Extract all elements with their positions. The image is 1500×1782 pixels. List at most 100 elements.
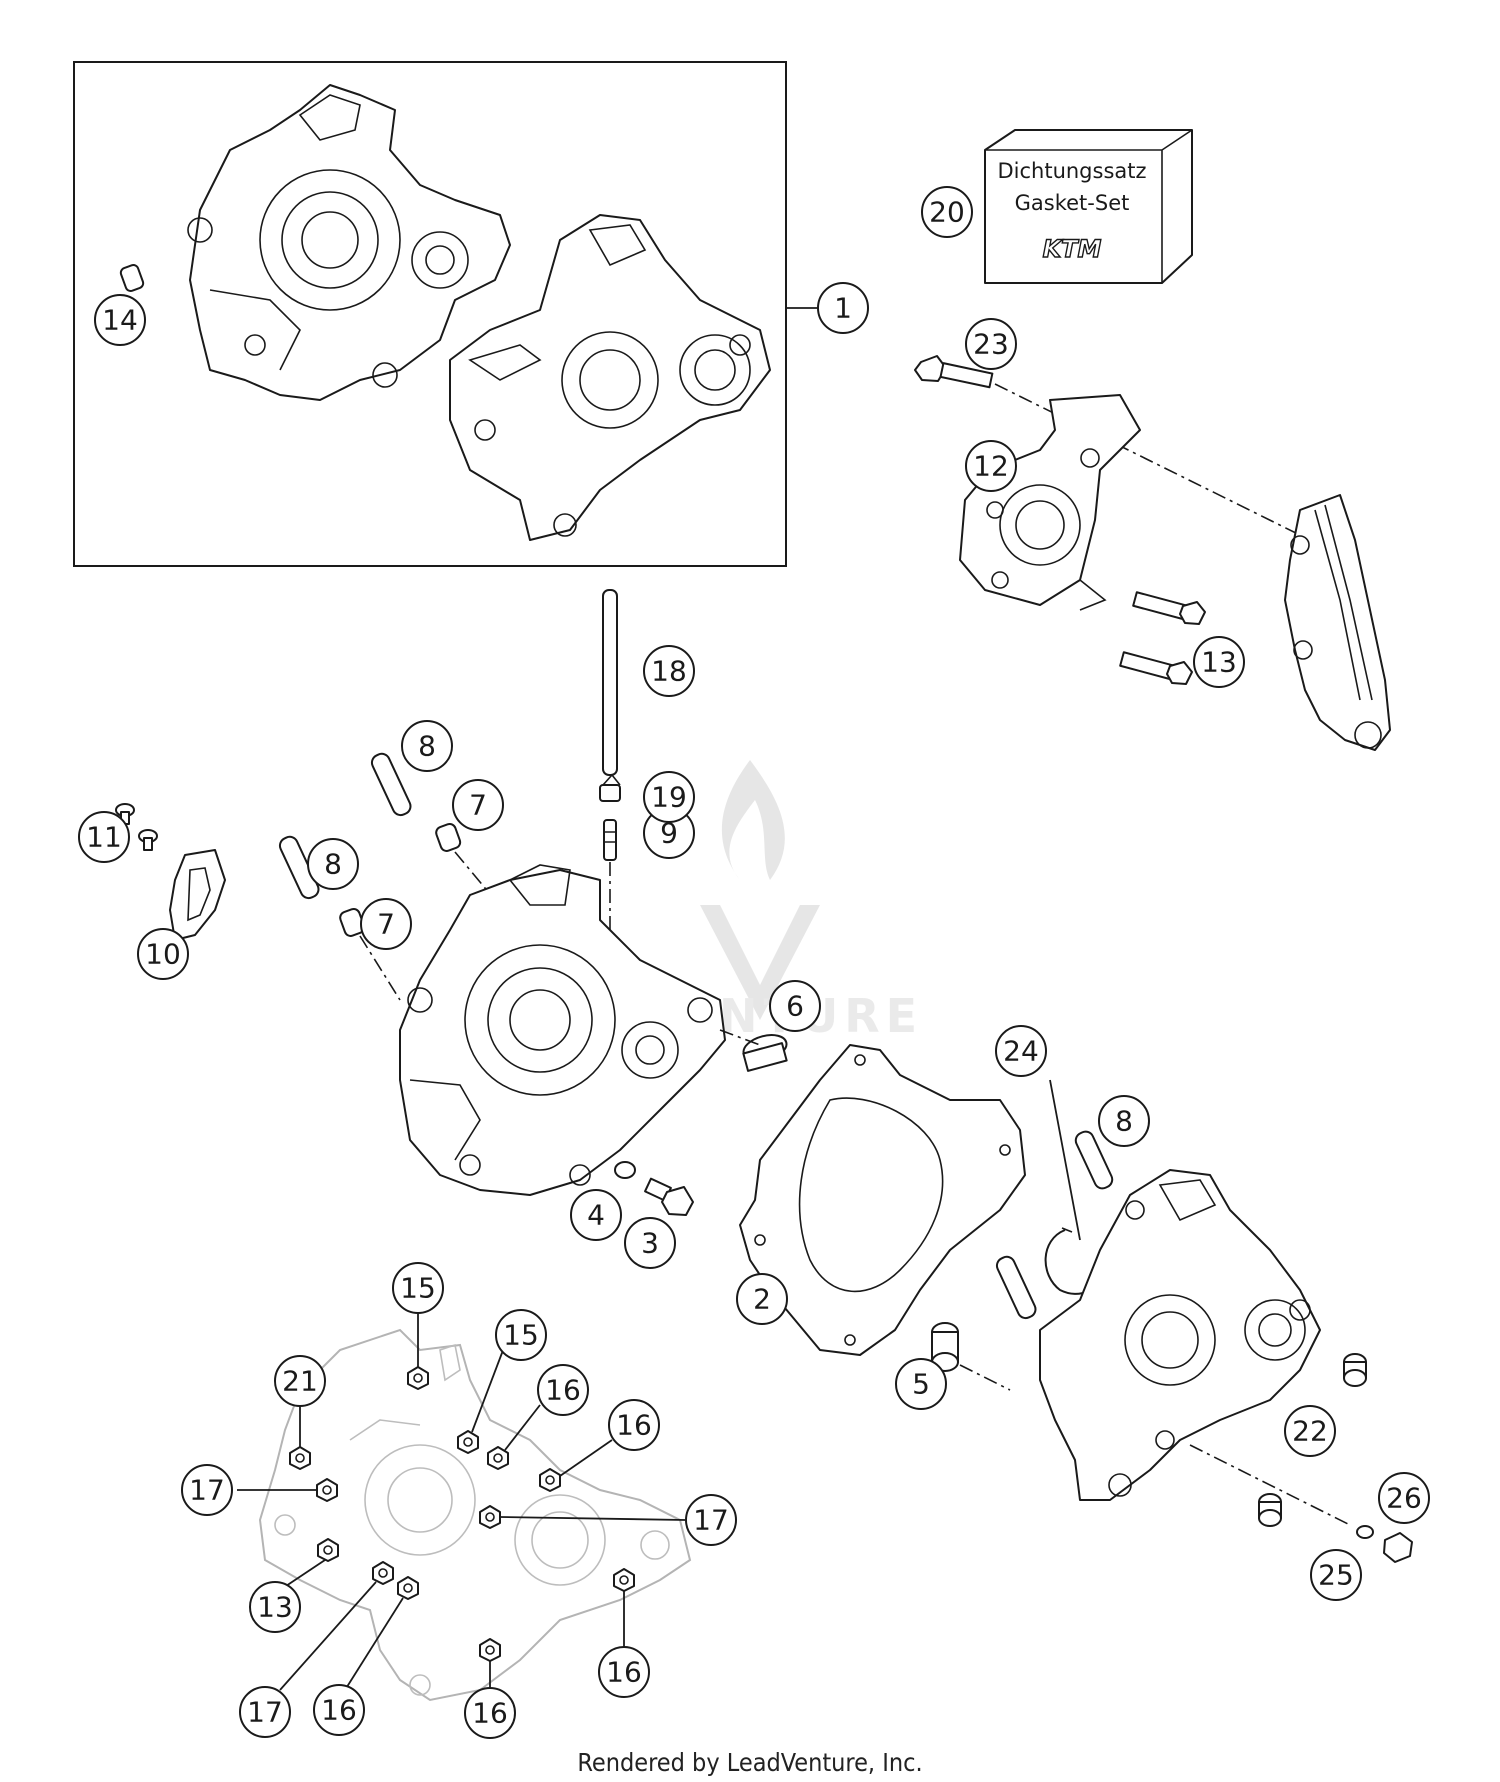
crankcase-set-frame (73, 61, 787, 567)
callout-15: 15 (495, 1309, 547, 1361)
svg-text:25: 25 (1318, 1559, 1354, 1592)
callout-4: 4 (570, 1189, 622, 1241)
callout-17: 17 (685, 1494, 737, 1546)
svg-text:13: 13 (257, 1591, 293, 1624)
svg-text:16: 16 (472, 1697, 508, 1730)
callout-14: 14 (94, 294, 146, 346)
callout-16: 16 (464, 1687, 516, 1739)
dowel-pin-8-right-b (995, 1255, 1037, 1320)
crankcase-left-half (399, 864, 726, 1196)
callout-24: 24 (995, 1025, 1047, 1077)
svg-text:5: 5 (912, 1368, 930, 1401)
gasket-set-label-en: Gasket-Set (1015, 191, 1130, 215)
dowel-pin-14 (119, 264, 145, 292)
svg-text:21: 21 (282, 1365, 318, 1398)
vent-tube-18 (602, 589, 618, 776)
callout-10: 10 (137, 928, 189, 980)
callout-8: 8 (307, 838, 359, 890)
svg-text:1: 1 (834, 292, 852, 325)
bushing-5 (931, 1322, 959, 1372)
crankcase-right-half-set (449, 214, 771, 541)
callout-25: 25 (1310, 1549, 1362, 1601)
svg-text:16: 16 (321, 1694, 357, 1727)
callout-23: 23 (965, 318, 1017, 370)
callout-6: 6 (769, 980, 821, 1032)
svg-text:16: 16 (545, 1374, 581, 1407)
dowel-pin-8-upper (370, 752, 412, 817)
svg-text:24: 24 (1003, 1035, 1039, 1068)
svg-text:8: 8 (418, 730, 436, 763)
callout-1: 1 (817, 282, 869, 334)
callout-11: 11 (78, 811, 130, 863)
leader-lines (237, 1310, 686, 1691)
crankcase-gasket-2 (739, 1044, 1026, 1356)
svg-text:15: 15 (400, 1272, 436, 1305)
gasket-set-box: Dichtungssatz Gasket-Set KTM (984, 129, 1193, 284)
svg-text:10: 10 (145, 938, 181, 971)
hose-clip-19 (599, 773, 621, 802)
svg-text:2: 2 (753, 1283, 771, 1316)
bushing-7-upper (435, 822, 462, 852)
crankcase-bolt-pattern-view (258, 1328, 692, 1702)
bolt-heads (289, 1366, 635, 1662)
callout-18: 18 (643, 645, 695, 697)
svg-text:8: 8 (1115, 1105, 1133, 1138)
svg-text:7: 7 (377, 908, 395, 941)
callout-16: 16 (598, 1646, 650, 1698)
frame-section (1284, 494, 1391, 751)
svg-text:11: 11 (86, 821, 122, 854)
svg-text:8: 8 (324, 848, 342, 881)
svg-text:17: 17 (189, 1474, 225, 1507)
bolt-23 (914, 355, 994, 389)
dowel-pin-8-right-a (1074, 1130, 1114, 1190)
svg-text:4: 4 (587, 1199, 605, 1232)
svg-text:17: 17 (247, 1696, 283, 1729)
washer-25 (1356, 1525, 1374, 1539)
bearing-6 (742, 1034, 788, 1072)
svg-text:20: 20 (929, 196, 965, 229)
svg-text:13: 13 (1201, 646, 1237, 679)
svg-text:12: 12 (973, 450, 1009, 483)
callout-17: 17 (239, 1686, 291, 1738)
svg-text:9: 9 (660, 817, 678, 850)
crankcase-right-half (1039, 1169, 1321, 1501)
gasket-set-label-de: Dichtungssatz (997, 159, 1146, 183)
callout-12: 12 (965, 440, 1017, 492)
callout-15: 15 (392, 1262, 444, 1314)
callout-20: 20 (921, 186, 973, 238)
callout-8: 8 (1098, 1095, 1150, 1147)
ktm-logo: KTM (1043, 235, 1102, 263)
svg-text:17: 17 (693, 1504, 729, 1537)
callout-13: 13 (249, 1581, 301, 1633)
bushing-22-b (1258, 1493, 1282, 1527)
svg-text:22: 22 (1292, 1415, 1328, 1448)
callout-7: 7 (452, 779, 504, 831)
svg-text:6: 6 (786, 990, 804, 1023)
callout-22: 22 (1284, 1405, 1336, 1457)
svg-text:16: 16 (606, 1656, 642, 1689)
cover-plate-10 (169, 849, 226, 941)
crankcase-left-half-set (187, 84, 511, 401)
callout-8: 8 (401, 720, 453, 772)
svg-text:14: 14 (102, 304, 138, 337)
hose-nipple-9 (603, 819, 617, 861)
callout-3: 3 (624, 1217, 676, 1269)
svg-text:16: 16 (616, 1409, 652, 1442)
washer-4 (614, 1161, 636, 1179)
footer-credit: Rendered by LeadVenture, Inc. (577, 1748, 923, 1777)
callout-16: 16 (608, 1399, 660, 1451)
bushing-22-a (1343, 1353, 1367, 1387)
svg-text:19: 19 (651, 781, 687, 814)
engine-guard-12 (959, 394, 1141, 611)
drain-plug-3 (644, 1177, 694, 1216)
callout-16: 16 (313, 1684, 365, 1736)
nut-26 (1383, 1532, 1413, 1563)
svg-text:3: 3 (641, 1227, 659, 1260)
svg-text:26: 26 (1386, 1482, 1422, 1515)
callout-2: 2 (736, 1273, 788, 1325)
callout-5: 5 (895, 1358, 947, 1410)
svg-text:23: 23 (973, 328, 1009, 361)
bolts-13-guard (1119, 591, 1206, 685)
callout-16: 16 (537, 1364, 589, 1416)
